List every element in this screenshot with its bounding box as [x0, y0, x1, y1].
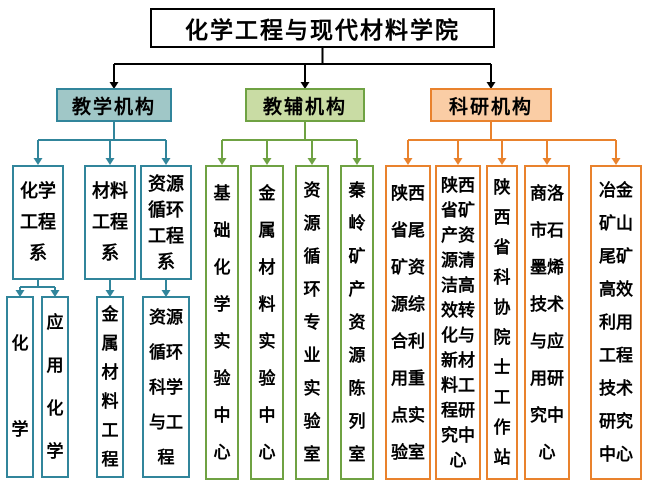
- org-title-text: 化学工程与现代材料学院: [185, 18, 460, 43]
- unit-label: 秦岭矿产资源陈列室: [348, 181, 366, 464]
- major-box-applied-chemistry: 应用化学: [41, 296, 69, 478]
- major-box-metal-materials-engineering: 金属材料工程: [96, 296, 124, 478]
- research-label: 冶金矿山尾矿高效利用工程技术研究中心: [599, 181, 633, 464]
- unit-box-qinling-mineral-exhibition-room: 秦岭矿产资源陈列室: [340, 165, 374, 480]
- branch-header-research: 科研机构: [430, 88, 552, 122]
- dept-label: 化学工程系: [19, 181, 56, 263]
- branch-header-auxiliary-label: 教辅机构: [262, 96, 347, 118]
- org-title: 化学工程与现代材料学院: [150, 8, 495, 48]
- major-label: 应用化学: [46, 313, 64, 461]
- research-label: 陕西省尾矿资源综合利用重点实验室: [391, 183, 425, 462]
- research-box-tailings-key-lab: 陕西省尾矿资源综合利用重点实验室: [385, 165, 431, 480]
- research-connectors: [407, 122, 617, 158]
- unit-box-resource-recycling-lab: 资源循环专业实验室: [295, 165, 329, 480]
- unit-label: 资源循环专业实验室: [303, 181, 321, 464]
- unit-box-basic-chemistry-lab-center: 基础化学实验中心: [205, 165, 239, 480]
- teaching-connectors: [19, 122, 167, 290]
- dept-label: 资源循环工程系: [147, 173, 184, 272]
- major-box-resource-recycling-science: 资源循环科学与工程: [142, 296, 190, 478]
- dept-label: 材料工程系: [91, 181, 128, 263]
- research-box-academician-workstation: 陕西省科协院士工作站: [486, 165, 518, 480]
- auxiliary-connectors: [221, 122, 358, 158]
- dept-box-materials-engineering: 材料工程系: [84, 165, 136, 280]
- branch-header-teaching-label: 教学机构: [71, 96, 156, 118]
- branch-header-teaching: 教学机构: [56, 88, 172, 122]
- dept-box-resource-recycling-engineering: 资源循环工程系: [140, 165, 192, 280]
- research-box-metallurgical-tailings-center: 冶金矿山尾矿高效利用工程技术研究中心: [590, 165, 642, 480]
- major-label: 化学: [11, 334, 29, 439]
- research-label: 商洛市石墨烯技术与应用研究中心: [530, 183, 564, 462]
- research-label: 陕西省科协院士工作站: [493, 177, 511, 467]
- unit-label: 金属材料实验中心: [258, 183, 276, 462]
- major-label: 金属材料工程: [101, 305, 119, 469]
- branch-header-auxiliary: 教辅机构: [245, 88, 365, 122]
- root-connectors: [113, 48, 492, 82]
- research-box-mineral-clean-conversion-center: 陕西省矿产资源清洁高效转化与新材料工程研究中心: [435, 165, 481, 480]
- unit-box-metal-materials-lab-center: 金属材料实验中心: [250, 165, 284, 480]
- major-label: 资源循环科学与工程: [149, 307, 183, 467]
- unit-label: 基础化学实验中心: [213, 183, 231, 462]
- branch-header-research-label: 科研机构: [448, 96, 533, 118]
- research-box-graphene-center: 商洛市石墨烯技术与应用研究中心: [524, 165, 570, 480]
- dept-box-chemical-engineering: 化学工程系: [12, 165, 64, 280]
- major-box-chemistry: 化学: [6, 296, 34, 478]
- research-label: 陕西省矿产资源清洁高效转化与新材料工程研究中心: [441, 175, 475, 470]
